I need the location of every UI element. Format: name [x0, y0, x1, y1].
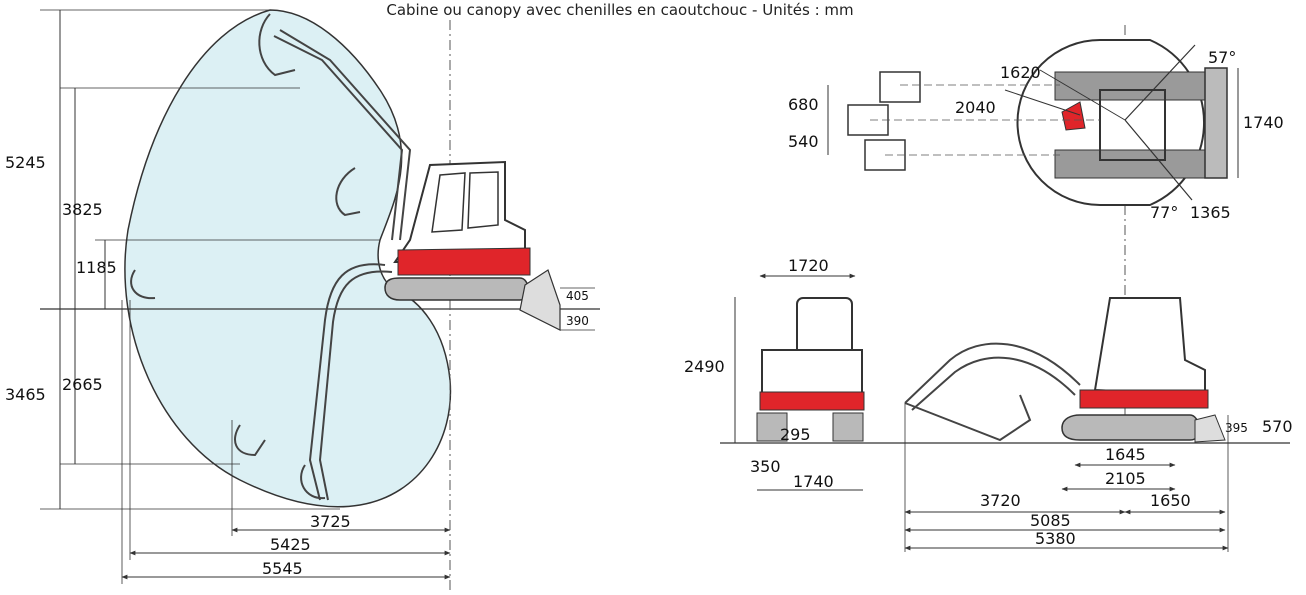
dim-5425: 5425 [270, 535, 311, 554]
front-view: 1720 2490 295 350 1740 [684, 256, 1290, 491]
dim-2105: 2105 [1105, 469, 1146, 488]
working-envelope [124, 9, 452, 508]
profile-track [1061, 414, 1201, 441]
dim-2490: 2490 [684, 357, 725, 376]
dozer-blade [1204, 67, 1228, 179]
dim-5380: 5380 [1035, 529, 1076, 548]
boom-arm-lower [234, 263, 393, 501]
dim-3725: 3725 [310, 512, 351, 531]
dim-1650: 1650 [1150, 491, 1191, 510]
dim-3720: 3720 [980, 491, 1021, 510]
boom-arm-upper [130, 13, 412, 300]
dim-540: 540 [788, 132, 819, 151]
dim-390: 390 [566, 314, 589, 328]
dim-1740-plan: 1740 [1243, 113, 1284, 132]
dim-5245: 5245 [5, 153, 46, 172]
dim-1365: 1365 [1190, 203, 1231, 222]
dim-1645: 1645 [1105, 445, 1146, 464]
dim-350: 350 [750, 457, 781, 476]
folded-boom [904, 342, 1081, 442]
front-counterweight [759, 391, 865, 411]
dim-2665: 2665 [62, 375, 103, 394]
track-top [1054, 71, 1221, 101]
profile-counterweight [1079, 389, 1209, 409]
dim-295: 295 [780, 425, 811, 444]
transport-profile-view: 395 570 1645 2105 3720 1650 5085 5380 [904, 297, 1293, 552]
excavator-side-body [384, 160, 561, 331]
dim-1720: 1720 [788, 256, 829, 275]
dim-395: 395 [1225, 421, 1248, 435]
dim-405: 405 [566, 289, 589, 303]
dim-1740-front: 1740 [793, 472, 834, 491]
dim-3465: 3465 [5, 385, 46, 404]
dim-57deg: 57° [1208, 48, 1236, 67]
dim-570: 570 [1262, 417, 1293, 436]
profile-cab [1093, 297, 1206, 397]
dim-680: 680 [788, 95, 819, 114]
diagram-title: Cabine ou canopy avec chenilles en caout… [386, 1, 854, 19]
track-bottom [1054, 149, 1221, 179]
dim-5545: 5545 [262, 559, 303, 578]
dim-3825: 3825 [62, 200, 103, 219]
boom-pivot [1061, 101, 1086, 131]
dim-77deg: 77° [1150, 203, 1178, 222]
dim-5085: 5085 [1030, 511, 1071, 530]
dim-1620: 1620 [1000, 63, 1041, 82]
cab-outline [1099, 89, 1166, 161]
bucket-offset-positions [847, 71, 921, 171]
working-range-view: 5245 3825 1185 3465 2665 3725 5425 5545 [5, 9, 600, 590]
plan-view: 1620 57° 680 2040 1740 540 77° 1365 [788, 25, 1284, 440]
dim-1185: 1185 [76, 258, 117, 277]
dim-2040: 2040 [955, 98, 996, 117]
